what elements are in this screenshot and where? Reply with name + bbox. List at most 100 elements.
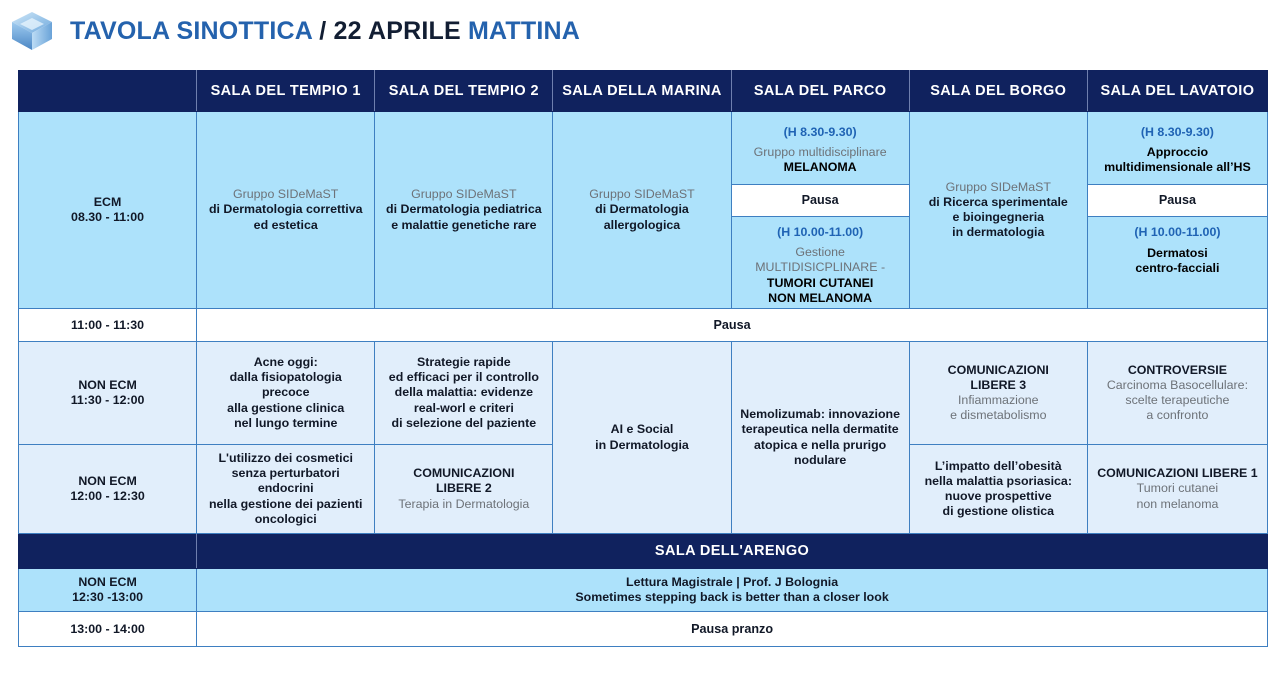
row1-lavatoio-session2-main1: Dermatosi — [1147, 245, 1208, 260]
row4-tempio2-sub1: Terapia in Dermatologia — [398, 496, 530, 511]
row4-time-range: 12:00 - 12:30 — [70, 489, 145, 503]
row3-tempio1-line4: nel lungo termine — [234, 415, 338, 430]
row3-borgo-title2: LIBERE 3 — [970, 377, 1027, 392]
row4-borgo-line4: di gestione olistica — [942, 504, 1055, 519]
row1-lavatoio-session1-time: (H 8.30-9.30) — [1140, 125, 1214, 139]
row1-time-range: 08.30 - 11:00 — [71, 210, 145, 224]
row5-time-label: NON ECM — [78, 574, 137, 589]
row3-cell-tempio1: Acne oggi: dalla fisiopatologia precoce … — [196, 341, 376, 445]
row3-tempio1-line3: alla gestione clinica — [227, 400, 345, 415]
table-row-ecm-0830: ECM 08.30 - 11:00 Gruppo SIDeMaST di Der… — [17, 111, 1269, 309]
row3-time-label: NON ECM — [78, 377, 137, 392]
row3-borgo-sub1: Infiammazione — [957, 393, 1039, 407]
row1-marina-pre: Gruppo SIDeMaST — [589, 187, 695, 202]
row3-tempio2-line5: di selezione del paziente — [391, 415, 537, 430]
page-title-separator: / 22 APRILE — [312, 16, 468, 45]
row1-parco-session2-time: (H 10.00-11.00) — [777, 225, 864, 239]
header-cell-borgo: SALA DEL BORGO — [908, 70, 1088, 112]
row1-parco-session2-sub2: MULTIDISICPLINARE - — [755, 260, 886, 274]
row1-lavatoio-session2-time: (H 10.00-11.00) — [1134, 225, 1221, 239]
row2-time-range: 11:00 - 11:30 — [71, 317, 145, 332]
arengo-label-cell: SALA DELL'ARENGO — [196, 533, 1268, 569]
header-cell-marina: SALA DELLA MARINA — [552, 70, 732, 112]
row1-borgo-line3: in dermatologia — [952, 225, 1045, 240]
header-cell-tempio2: SALA DEL TEMPIO 2 — [374, 70, 554, 112]
row1-marina-line1: di Dermatologia — [595, 202, 689, 217]
row1-lavatoio-session1-main1: Approccio — [1146, 144, 1209, 159]
row1-tempio1-line1: di Dermatologia correttiva — [208, 202, 363, 217]
row1-time-label: ECM — [93, 194, 122, 209]
row4-borgo-line1: L’impatto dell’obesità — [934, 458, 1062, 473]
page-title-part2: MATTINA — [467, 16, 580, 45]
row3-cell-parco: Nemolizumab: innovazione terapeutica nel… — [730, 341, 910, 534]
row3-lavatoio-title1: CONTROVERSIE — [1127, 362, 1227, 377]
row4-cell-borgo: L’impatto dell’obesità nella malattia ps… — [908, 444, 1088, 534]
row4-time-label: NON ECM — [78, 473, 137, 488]
row2-span-label: Pausa — [713, 318, 751, 332]
row1-cell-lavatoio: (H 8.30-9.30) Approccio multidimensional… — [1086, 111, 1269, 309]
row6-time-range: 13:00 - 14:00 — [70, 622, 145, 637]
row1-parco-session2-main2: NON MELANOMA — [768, 291, 873, 305]
row3-tempio2-line4: real-worl e criteri — [413, 400, 514, 415]
row1-parco-session2-sub1: Gestione — [795, 244, 845, 259]
row1-cell-borgo: Gruppo SIDeMaST di Ricerca sperimentale … — [908, 111, 1088, 309]
table-row-nonecm-1200: NON ECM 12:00 - 12:30 L'utilizzo dei cos… — [17, 444, 1269, 534]
row1-parco-session1: (H 8.30-9.30) Gruppo multidisciplinare M… — [731, 117, 909, 185]
row1-lavatoio-session2-main2: centro-facciali — [1135, 261, 1220, 275]
row3-tempio2-line2: ed efficaci per il controllo — [388, 370, 539, 385]
row3-borgo-title1: COMUNICAZIONI — [947, 362, 1049, 377]
row4-tempio2-title2: LIBERE 2 — [435, 481, 492, 496]
row1-tempio2-pre: Gruppo SIDeMaST — [411, 187, 517, 202]
row1-cell-parco: (H 8.30-9.30) Gruppo multidisciplinare M… — [730, 111, 910, 309]
row5-time-cell: NON ECM 12:30 -13:00 — [17, 567, 198, 613]
row3-tempio2-line1: Strategie rapide — [417, 355, 511, 370]
row5-span-cell: Lettura Magistrale | Prof. J Bolognia So… — [196, 567, 1268, 613]
row1-lavatoio-break: Pausa — [1087, 185, 1267, 217]
row1-lavatoio-session1-main2: multidimensionale all’HS — [1104, 160, 1251, 174]
table-row-break-1100: 11:00 - 11:30 Pausa — [17, 308, 1268, 342]
row2-time-cell: 11:00 - 11:30 — [17, 308, 198, 342]
row3-tempio1-line2: dalla fisiopatologia precoce — [229, 370, 342, 400]
row4-lavatoio-title1: COMUNICAZIONI LIBERE 1 — [1097, 466, 1258, 481]
row3-lavatoio-sub1: Carcinoma Basocellulare: — [1106, 377, 1249, 392]
row5-line1: Lettura Magistrale | Prof. J Bolognia — [626, 575, 839, 589]
row4-cell-tempio1: L'utilizzo dei cosmetici senza perturbat… — [196, 444, 376, 534]
row3-lavatoio-sub3: a confronto — [1146, 408, 1209, 423]
header-cell-empty — [17, 70, 198, 112]
table-row-arengo-header: SALA DELL'ARENGO — [17, 533, 1268, 569]
row5-line2: Sometimes stepping back is better than a… — [575, 590, 889, 605]
row3-cell-lavatoio: CONTROVERSIE Carcinoma Basocellulare: sc… — [1086, 341, 1269, 445]
row1-time-cell: ECM 08.30 - 11:00 — [17, 111, 198, 309]
page-title-part1: TAVOLA SINOTTICA — [70, 16, 313, 45]
table-row-nonecm-1130: NON ECM 11:30 - 12:00 Acne oggi: dalla f… — [17, 341, 1269, 534]
row3-lavatoio-sub2: scelte terapeutiche — [1125, 393, 1230, 407]
schedule-table: SALA DEL TEMPIO 1 SALA DEL TEMPIO 2 SALA… — [17, 70, 1269, 648]
row4-tempio1-line1: L'utilizzo dei cosmetici — [218, 451, 353, 466]
row4-tempio2-title1: COMUNICAZIONI — [413, 466, 515, 481]
row1-tempio1-line2: ed estetica — [253, 217, 318, 232]
row6-time-cell: 13:00 - 14:00 — [17, 611, 198, 648]
arengo-empty-cell — [17, 533, 198, 569]
row4-tempio1-line4: oncologici — [254, 511, 317, 526]
row1-cell-marina: Gruppo SIDeMaST di Dermatologia allergol… — [552, 111, 732, 309]
row3-time-cell: NON ECM 11:30 - 12:00 — [17, 341, 198, 445]
row1-marina-line2: allergologica — [603, 217, 681, 232]
row4-cell-lavatoio: COMUNICAZIONI LIBERE 1 Tumori cutanei no… — [1086, 444, 1269, 534]
row3-cell-marina: AI e Social in Dermatologia — [552, 341, 732, 534]
page-header: TAVOLA SINOTTICA / 22 APRILE MATTINA — [0, 0, 1280, 62]
row1-parco-break: Pausa — [731, 185, 909, 217]
row1-parco-session1-time: (H 8.30-9.30) — [783, 125, 857, 139]
row6-span-label: Pausa pranzo — [691, 622, 774, 637]
row1-lavatoio-session1: (H 8.30-9.30) Approccio multidimensional… — [1087, 117, 1267, 185]
row3-parco-line1: Nemolizumab: innovazione — [740, 407, 900, 422]
row4-cell-tempio2: COMUNICAZIONI LIBERE 2 Terapia in Dermat… — [374, 444, 554, 534]
row3-parco-line3: atopica e nella prurigo — [754, 437, 887, 452]
row4-tempio1-line3: nella gestione dei pazienti — [208, 496, 363, 511]
row4-lavatoio-sub2: non melanoma — [1136, 496, 1219, 511]
row1-parco-session1-main: MELANOMA — [783, 160, 857, 174]
row1-borgo-pre: Gruppo SIDeMaST — [945, 179, 1051, 194]
row1-parco-session1-sub: Gruppo multidisciplinare — [753, 144, 887, 159]
row6-span-cell: Pausa pranzo — [196, 611, 1268, 648]
row3-tempio1-line1: Acne oggi: — [253, 355, 318, 370]
